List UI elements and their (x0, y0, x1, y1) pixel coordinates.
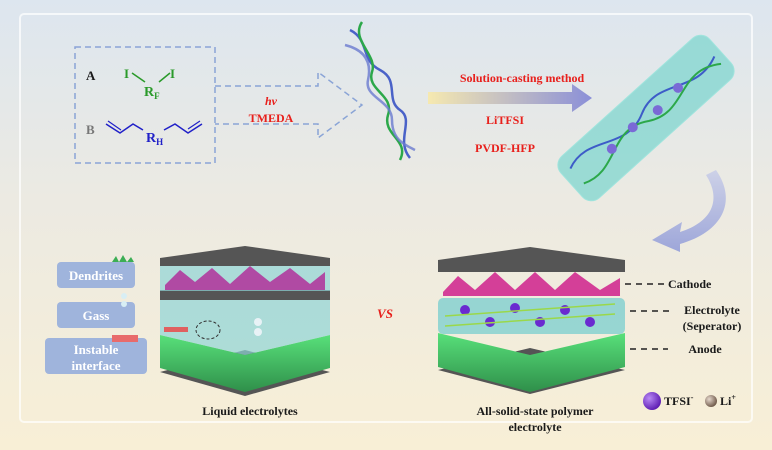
issue-gass: Gass (57, 293, 135, 328)
solid-caption-1: All-solid-state polymer (477, 404, 595, 418)
polymer-electrolyte-rod (557, 34, 735, 202)
svg-text:RH: RH (146, 131, 163, 147)
svg-text:Instable: Instable (74, 342, 119, 357)
svg-text:RF: RF (144, 85, 160, 101)
reaction-arrow (215, 70, 364, 140)
condition-hv: hv (265, 94, 278, 108)
cathode-label: Cathode (668, 277, 712, 291)
svg-text:Gass: Gass (83, 308, 110, 323)
salt-label: LiTFSI (486, 113, 524, 127)
li-label: Li+ (720, 393, 736, 408)
liquid-caption: Liquid electrolytes (202, 404, 298, 418)
liquid-cell (160, 246, 330, 396)
reactant-b-label: B (86, 122, 95, 137)
tfsi-label: TFSI- (664, 393, 694, 408)
electrolyte-label: Electrolyte (684, 303, 740, 317)
polymer-label: PVDF-HFP (475, 141, 535, 155)
curved-arrow (652, 170, 726, 252)
svg-text:I: I (170, 66, 175, 81)
issue-instable-interface: Instable interface (45, 335, 147, 374)
reactants-box (74, 46, 216, 164)
legend: TFSI- Li+ (643, 392, 736, 410)
polymer-chains (344, 21, 416, 161)
method-label: Solution-casting method (460, 71, 585, 85)
casting-arrow (428, 84, 592, 112)
anode-label: Anode (688, 342, 722, 356)
tfsi-ball-icon (643, 392, 661, 410)
separator-label: (Seperator) (683, 319, 742, 333)
li-ball-icon (705, 395, 717, 407)
reactant-b-structure: RH (105, 120, 203, 147)
svg-text:interface: interface (71, 358, 120, 373)
issue-dendrites: Dendrites (57, 255, 135, 288)
layer-labels: Cathode Electrolyte (Seperator) Anode (625, 277, 741, 356)
solid-cell (438, 247, 625, 394)
reactant-a-label: A (86, 68, 96, 83)
svg-text:I: I (124, 66, 129, 81)
solid-caption-2: electrolyte (508, 420, 562, 434)
svg-text:Dendrites: Dendrites (69, 268, 123, 283)
reactant-a-structure: I RF I (124, 66, 175, 101)
condition-tmeda: TMEDA (249, 111, 294, 125)
versus-label: VS (377, 306, 393, 321)
frame (19, 13, 753, 423)
